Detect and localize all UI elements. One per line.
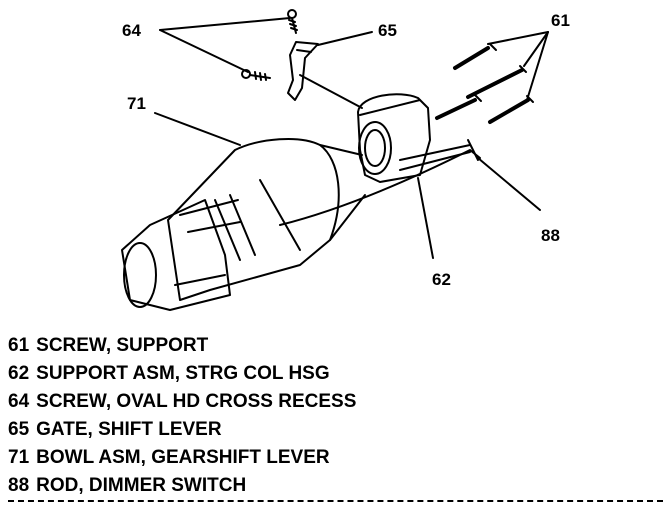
callout-88: 88: [541, 226, 560, 245]
callout-65: 65: [378, 21, 397, 40]
legend-description: GATE, SHIFT LEVER: [36, 419, 222, 440]
oval-head-screw: [287, 9, 298, 34]
legend-item: 62 SUPPORT ASM, STRG COL HSG: [8, 360, 668, 388]
legend-number: 61: [8, 335, 30, 356]
legend-description: BOWL ASM, GEARSHIFT LEVER: [36, 447, 330, 468]
legend-number: 62: [8, 363, 30, 384]
legend-number: 65: [8, 419, 30, 440]
callout-61: 61: [551, 11, 570, 30]
exploded-view-diagram: [121, 9, 549, 311]
legend-description: ROD, DIMMER SWITCH: [36, 475, 247, 496]
legend-item: 88 ROD, DIMMER SWITCH: [8, 472, 668, 500]
oval-head-screw-lower: [241, 69, 271, 81]
divider: [8, 500, 663, 502]
legend-description: SUPPORT ASM, STRG COL HSG: [36, 363, 330, 384]
legend-number: 71: [8, 447, 30, 468]
callout-64: 64: [122, 21, 141, 40]
callout-71: 71: [127, 94, 146, 113]
legend-description: SCREW, OVAL HD CROSS RECESS: [36, 391, 357, 412]
leader-lines: [154, 17, 549, 259]
legend-number: 64: [8, 391, 30, 412]
gearshift-lever-bowl: [121, 137, 366, 311]
legend-item: 65 GATE, SHIFT LEVER: [8, 416, 668, 444]
legend-item: 71 BOWL ASM, GEARSHIFT LEVER: [8, 444, 668, 472]
support-screws: [435, 43, 534, 124]
legend-item: 64 SCREW, OVAL HD CROSS RECESS: [8, 388, 668, 416]
legend-description: SCREW, SUPPORT: [36, 335, 209, 356]
legend-number: 88: [8, 475, 30, 496]
callout-62: 62: [432, 270, 451, 289]
legend-item: 61 SCREW, SUPPORT: [8, 332, 668, 360]
dimmer-switch-rod: [279, 149, 481, 226]
parts-legend: 61 SCREW, SUPPORT 62 SUPPORT ASM, STRG COL…: [8, 332, 668, 500]
shift-lever-gate: [287, 41, 319, 101]
